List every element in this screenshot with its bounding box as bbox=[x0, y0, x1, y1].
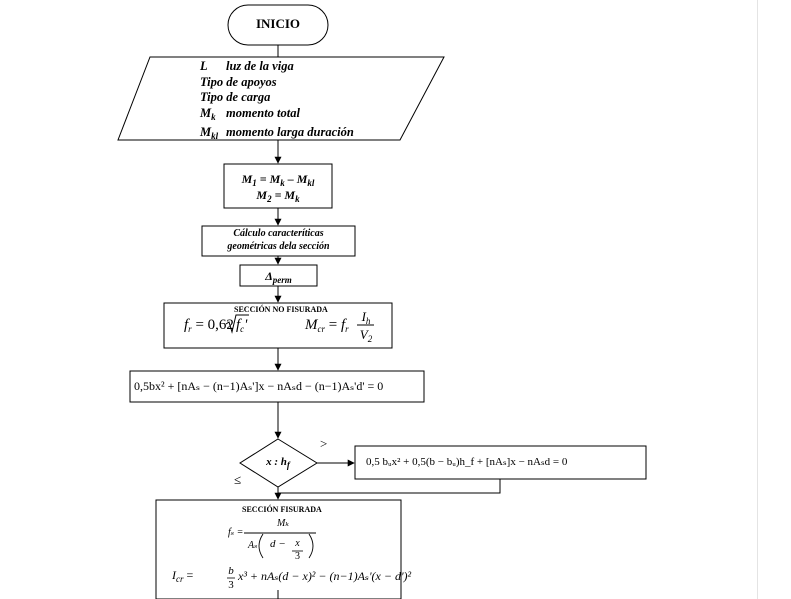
uncracked-title: SECCIÓN NO FISURADA bbox=[234, 305, 328, 314]
sqrt-sign bbox=[225, 314, 249, 334]
input-description: Tipo de carga bbox=[200, 90, 271, 105]
neutral-axis-equation: 0,5bx² + [nAₛ − (n−1)Aₛ']x − nAₛd − (n−1… bbox=[134, 379, 384, 393]
fr-equation: fr = 0,62 bbox=[184, 317, 234, 334]
fs-denominator-d: d − bbox=[270, 538, 286, 550]
paren-right bbox=[308, 533, 314, 559]
icr-fraction-den: 3 bbox=[228, 579, 234, 591]
input-description: Tipo de apoyos bbox=[200, 74, 277, 89]
fs-denominator-as: Aₛ bbox=[248, 540, 258, 551]
fs-denominator-3: 3 bbox=[295, 551, 300, 562]
moment-equation-1: M1 = Mk – Mkl bbox=[241, 172, 315, 188]
icr-lhs: Icr = bbox=[172, 568, 194, 584]
input-symbol-sub: kl bbox=[211, 131, 219, 142]
deflection-symbol: Δperm bbox=[265, 269, 292, 285]
input-line: Tipo de carga bbox=[200, 90, 354, 106]
fs-lhs: fₛ = bbox=[228, 527, 244, 538]
branch-less-equal-label: ≤ bbox=[234, 472, 242, 487]
paren-left bbox=[258, 533, 264, 559]
fr-root: fc' bbox=[236, 317, 248, 334]
geometry-line-2: geométricas dela sección bbox=[227, 241, 330, 252]
mcr-numerator: Ih bbox=[361, 309, 371, 326]
fs-numerator: Mₖ bbox=[277, 518, 289, 529]
input-description: momento total bbox=[226, 105, 300, 120]
input-symbol: M bbox=[200, 125, 212, 140]
icr-rest: x³ + nAₛ(d − x)² − (n−1)Aₛ'(x − d')² bbox=[238, 569, 412, 583]
decision-label: x : hf bbox=[266, 456, 290, 470]
moment-equation-2: M2 = Mk bbox=[256, 188, 300, 204]
mcr-equation: Mcr = fr bbox=[305, 317, 349, 334]
input-line: Mkl momento larga duración bbox=[200, 125, 354, 145]
vertical-scrollbar[interactable] bbox=[757, 0, 791, 599]
branch-greater-label: > bbox=[320, 436, 328, 451]
input-description: momento larga duración bbox=[226, 125, 354, 140]
input-line: Mk momento total bbox=[200, 106, 354, 126]
mcr-denominator: V2 bbox=[359, 327, 373, 344]
input-parallelogram bbox=[117, 56, 445, 141]
input-description: luz de la viga bbox=[226, 59, 294, 73]
neutral-axis-equation-box bbox=[129, 370, 425, 403]
input-symbol-sub: k bbox=[211, 111, 216, 122]
cracked-section-box bbox=[155, 499, 402, 599]
cracked-title: SECCIÓN FISURADA bbox=[242, 505, 322, 514]
flowchart bbox=[117, 4, 647, 599]
input-symbol: L bbox=[200, 59, 208, 73]
fs-denominator-x: x bbox=[295, 538, 300, 549]
input-line: Tipo de apoyos bbox=[200, 75, 354, 91]
input-symbol: M bbox=[200, 105, 212, 120]
geometry-line-1: Cálculo caracteríticas bbox=[233, 228, 324, 239]
t-section-equation: 0,5 bᵤx² + 0,5(b − bᵤ)h_f + [nAₛ]x − nAₛ… bbox=[366, 456, 568, 468]
start-label: INICIO bbox=[255, 16, 301, 31]
icr-fraction-num: b bbox=[228, 565, 234, 577]
